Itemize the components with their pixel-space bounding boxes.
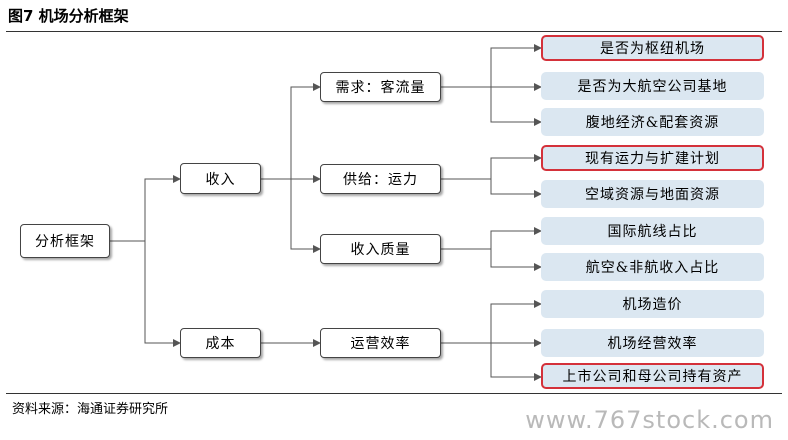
bottom-rule (6, 393, 782, 394)
source-note: 资料来源：海通证券研究所 (12, 402, 169, 417)
figure-title: 图7 机场分析框架 (8, 7, 129, 25)
node-demand: 需求：客流量 (320, 72, 441, 102)
leaf-hub-airport: 是否为枢纽机场 (541, 35, 764, 61)
connector-income-demand (261, 83, 321, 180)
leaf-assets-held: 上市公司和母公司持有资产 (541, 363, 764, 389)
connector-income-quality (290, 179, 321, 253)
leaf-aero-nonaero-share: 航空&非航收入占比 (541, 253, 764, 281)
leaf-airline-base: 是否为大航空公司基地 (541, 72, 764, 100)
node-root: 分析框架 (20, 224, 110, 258)
leaf-capacity-expansion: 现有运力与扩建计划 (541, 145, 764, 171)
leaf-hinterland-economy: 腹地经济&配套资源 (541, 108, 764, 136)
node-operating-efficiency: 运营效率 (320, 328, 441, 358)
leaf-international-share: 国际航线占比 (541, 217, 764, 245)
top-rule (6, 31, 782, 32)
leaf-airport-cost: 机场造价 (541, 290, 764, 318)
leaf-airspace-ground: 空域资源与地面资源 (541, 180, 764, 208)
node-cost: 成本 (180, 328, 261, 358)
node-supply: 供给：运力 (320, 164, 441, 194)
node-income: 收入 (180, 163, 261, 194)
watermark: www.767stock.com (525, 406, 774, 434)
connector-root-income (110, 175, 181, 242)
node-revenue-quality: 收入质量 (320, 234, 441, 264)
connector-root-cost (144, 241, 181, 347)
leaf-airport-efficiency: 机场经营效率 (541, 329, 764, 357)
